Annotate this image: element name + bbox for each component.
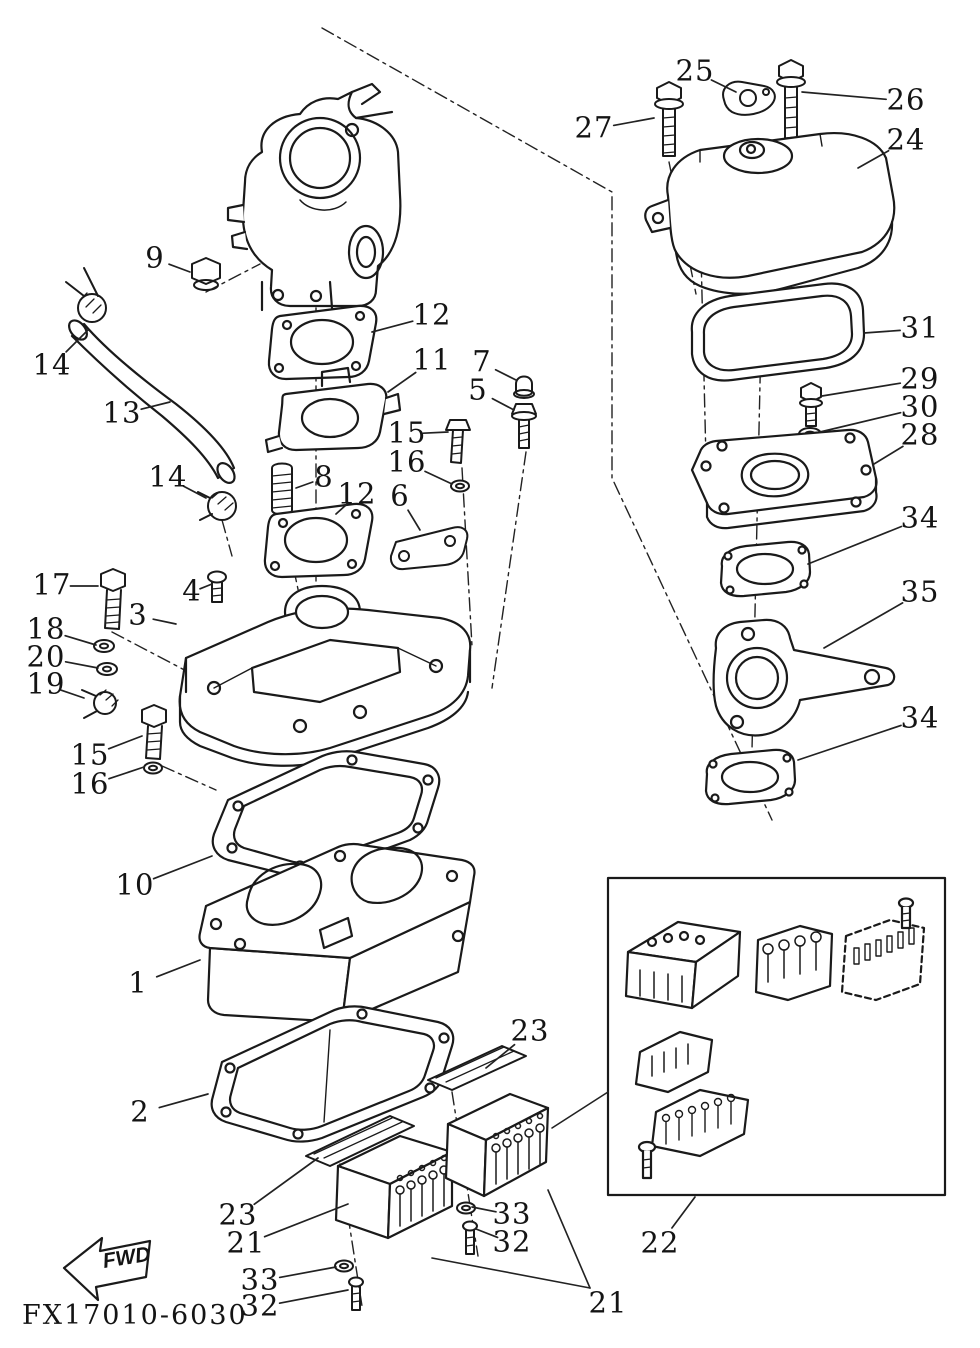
bracket-6 bbox=[389, 526, 469, 571]
leader-line bbox=[278, 1266, 337, 1279]
gasket-10 bbox=[211, 750, 441, 877]
washer-18 bbox=[93, 639, 115, 653]
clamp-19 bbox=[81, 689, 119, 719]
kit-reed-block bbox=[624, 920, 742, 1010]
washer-33-left bbox=[334, 1259, 354, 1273]
gasket-12-lower bbox=[263, 502, 374, 579]
leader-line bbox=[387, 371, 417, 393]
reed-plate-23-upper bbox=[427, 1045, 527, 1091]
gasket-2 bbox=[210, 1005, 455, 1143]
leader-line bbox=[823, 602, 904, 649]
leader-line bbox=[475, 1228, 499, 1239]
leader-line bbox=[253, 1157, 319, 1206]
leader-line bbox=[155, 959, 201, 978]
leader-line bbox=[263, 1203, 349, 1238]
plate-11 bbox=[264, 366, 402, 454]
washer-16-lower bbox=[143, 761, 163, 775]
leader-line bbox=[671, 1196, 696, 1229]
leader-line bbox=[612, 117, 655, 127]
bolt-29 bbox=[799, 382, 823, 427]
nut-9 bbox=[191, 257, 221, 291]
leader-line bbox=[60, 689, 85, 699]
leader-line bbox=[807, 525, 903, 565]
leader-line bbox=[494, 368, 517, 381]
kit-petal-plate bbox=[754, 924, 834, 1002]
kit-box-22 bbox=[606, 876, 947, 1197]
leader-line bbox=[108, 766, 145, 780]
leader-line bbox=[819, 411, 902, 433]
leader-line bbox=[863, 329, 901, 334]
bracket-35 bbox=[712, 618, 896, 737]
leader-line bbox=[710, 79, 737, 93]
hose-clamp-14-lower bbox=[197, 491, 237, 521]
reed-housing-1 bbox=[198, 842, 476, 1024]
plate-25 bbox=[722, 80, 776, 116]
gasket-34-lower bbox=[704, 748, 797, 806]
stud-8 bbox=[271, 462, 293, 516]
bolt-27 bbox=[654, 81, 684, 157]
leader-line bbox=[821, 382, 902, 397]
leader-line bbox=[64, 660, 99, 669]
leader-line bbox=[873, 445, 904, 465]
screw-32-left bbox=[348, 1276, 364, 1311]
leader-line bbox=[371, 320, 414, 333]
leader-line bbox=[491, 397, 515, 411]
leader-line bbox=[424, 470, 453, 485]
hose-13 bbox=[68, 319, 236, 484]
bolt-15-upper bbox=[445, 419, 471, 464]
leader-line bbox=[182, 485, 207, 499]
gasket-31 bbox=[690, 282, 866, 382]
leader-lines bbox=[60, 79, 904, 1305]
reed-plate-23-lower bbox=[305, 1115, 415, 1167]
leader-line bbox=[278, 1289, 349, 1305]
bolt-26 bbox=[776, 59, 806, 159]
kit-screw bbox=[637, 1140, 657, 1180]
leader-line bbox=[485, 1043, 516, 1069]
leader-line bbox=[857, 149, 890, 169]
plate-28 bbox=[690, 428, 878, 530]
leader-line bbox=[199, 583, 213, 590]
leader-line bbox=[335, 501, 350, 515]
bolt-4 bbox=[207, 570, 227, 603]
cover-24 bbox=[644, 132, 896, 295]
washer-20 bbox=[96, 662, 118, 676]
leader-line bbox=[407, 509, 421, 531]
leader-line bbox=[797, 724, 902, 761]
connector-lines bbox=[431, 1091, 609, 1289]
washer-33-right bbox=[456, 1201, 476, 1215]
hose-clamp-14-upper bbox=[65, 267, 107, 323]
washer-16-upper bbox=[450, 479, 470, 493]
reed-cage-21-right bbox=[444, 1092, 550, 1198]
leader-line bbox=[65, 329, 89, 353]
leader-line bbox=[422, 431, 449, 435]
leader-line bbox=[295, 481, 314, 489]
leader-line bbox=[801, 91, 887, 101]
bolt-5 bbox=[511, 403, 537, 449]
gasket-34-upper bbox=[719, 540, 812, 598]
leader-line bbox=[158, 1093, 209, 1109]
gasket-12-upper bbox=[267, 304, 378, 381]
reed-cage-21-left bbox=[334, 1134, 454, 1240]
leader-line bbox=[152, 618, 177, 625]
leader-line bbox=[107, 735, 143, 750]
leader-line bbox=[64, 634, 97, 646]
bolt-15-lower bbox=[141, 704, 167, 760]
leader-line bbox=[152, 855, 213, 880]
screw-32-right bbox=[462, 1220, 478, 1255]
leader-line bbox=[471, 1206, 497, 1213]
bolt-17 bbox=[100, 568, 126, 630]
fwd-arrow: FWD bbox=[62, 1236, 152, 1302]
kit-gasket-sheet bbox=[634, 1030, 714, 1094]
leader-line bbox=[140, 401, 171, 411]
leader-line bbox=[168, 263, 191, 273]
cap-7 bbox=[513, 375, 535, 399]
kit-bolt-small bbox=[897, 897, 915, 930]
manifold-3 bbox=[178, 584, 472, 767]
kit-stopper-plate bbox=[840, 918, 926, 1002]
part-code: FX17010-6030 bbox=[22, 1300, 248, 1331]
carburetor-body bbox=[226, 82, 402, 312]
